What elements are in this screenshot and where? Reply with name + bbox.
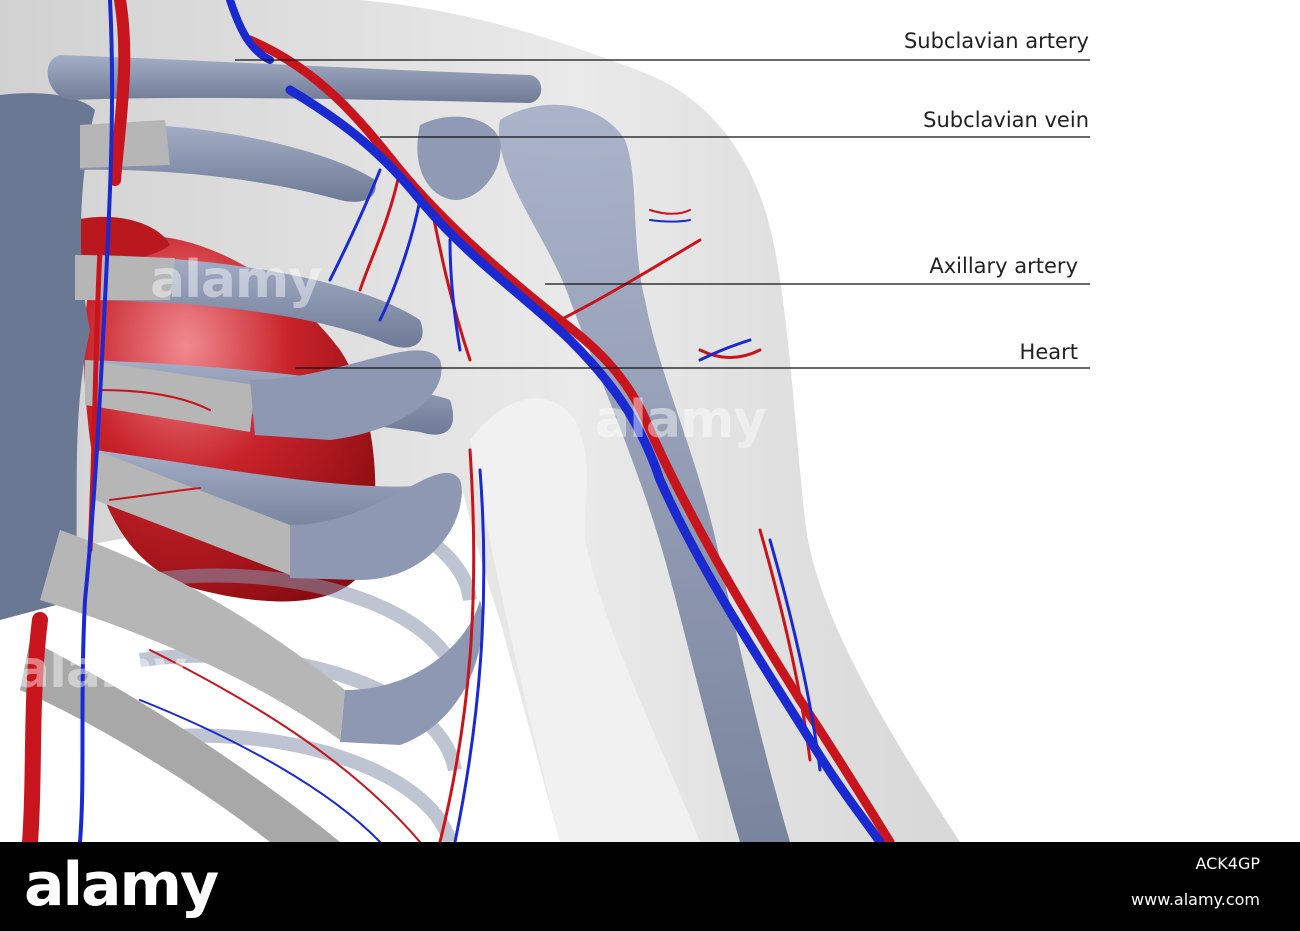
watermark-2: alamy <box>595 390 767 450</box>
anatomy-illustration <box>0 0 960 842</box>
watermark-1: alamy <box>150 250 322 310</box>
sternum <box>0 93 95 620</box>
label-heart: Heart <box>1019 340 1078 364</box>
label-subclavian-artery: Subclavian artery <box>903 29 1089 53</box>
clavicle <box>47 55 542 103</box>
pointer-lines <box>235 59 1090 369</box>
watermark-3: alamy <box>15 640 187 700</box>
humerus <box>498 104 790 842</box>
veins <box>78 0 885 842</box>
footer-image-code: ACK4GP <box>1195 854 1260 873</box>
armpit-inner <box>470 398 700 842</box>
footer-bar: alamy ACK4GP www.alamy.com <box>0 842 1300 931</box>
footer-url[interactable]: www.alamy.com <box>1131 890 1260 909</box>
footer-logo: alamy <box>24 850 219 920</box>
label-subclavian-vein: Subclavian vein <box>923 108 1089 132</box>
label-axillary-artery: Axillary artery <box>929 254 1078 278</box>
